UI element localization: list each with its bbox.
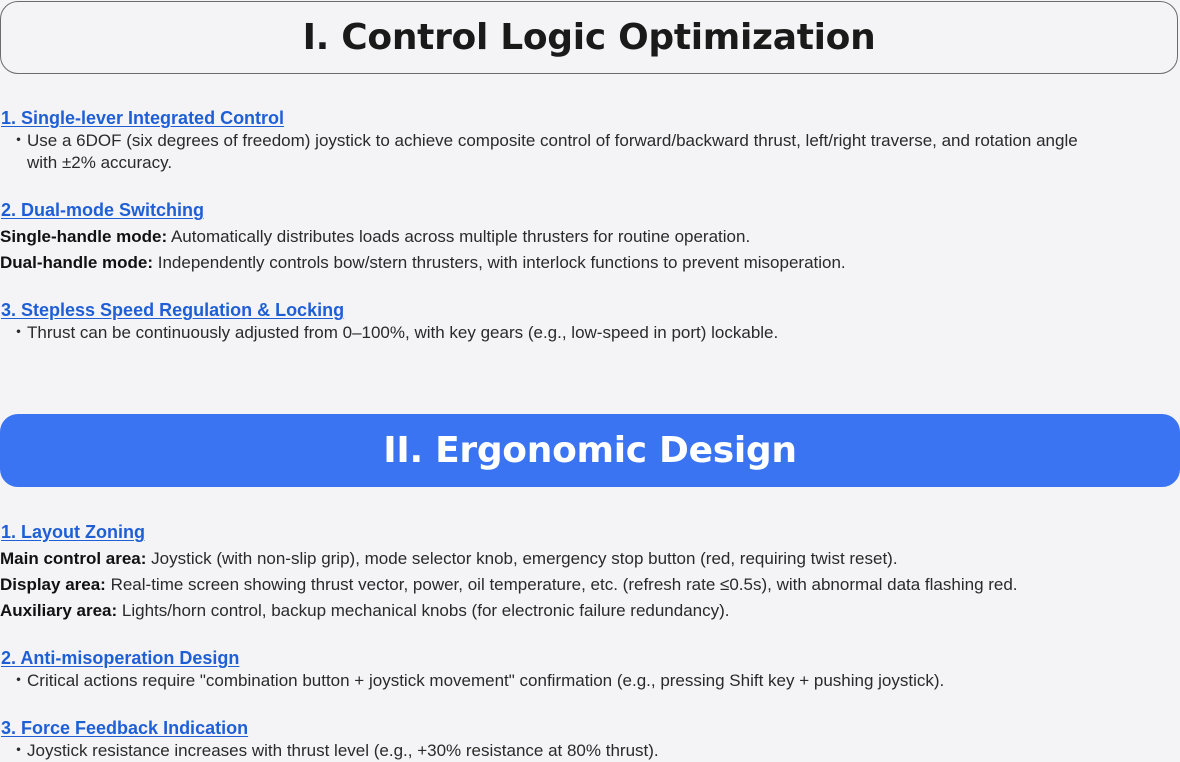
heading-stepless-speed: 3. Stepless Speed Regulation & Locking	[1, 300, 345, 320]
bullet-single-lever: ・ Use a 6DOF (six degrees of freedom) jo…	[10, 130, 1107, 174]
section-title-ergonomic-design: II. Ergonomic Design	[0, 414, 1180, 487]
label-dual-handle-mode: Dual-handle mode:	[0, 253, 154, 272]
label-auxiliary-area: Auxiliary area:	[0, 601, 118, 620]
bullet-text: Thrust can be continuously adjusted from…	[27, 323, 779, 342]
text-single-handle-mode: Automatically distributes loads across m…	[167, 227, 751, 246]
text-auxiliary-area: Lights/horn control, backup mechanical k…	[117, 601, 730, 620]
bullet-dot: ・	[10, 131, 27, 150]
bullet-text: Joystick resistance increases with thrus…	[27, 741, 659, 760]
label-single-handle-mode: Single-handle mode:	[0, 227, 168, 246]
bullet-stepless-speed: ・ Thrust can be continuously adjusted fr…	[10, 322, 1107, 344]
bullet-dot: ・	[10, 323, 27, 342]
line-display-area: Display area: Real-time screen showing t…	[0, 574, 1018, 596]
bullet-dot: ・	[10, 741, 27, 760]
line-auxiliary-area: Auxiliary area: Lights/horn control, bac…	[0, 600, 730, 622]
line-main-control-area: Main control area: Joystick (with non-sl…	[0, 548, 898, 570]
bullet-anti-misoperation: ・ Critical actions require "combination …	[10, 670, 1107, 692]
bullet-text: Critical actions require "combination bu…	[27, 671, 945, 690]
bullet-force-feedback: ・ Joystick resistance increases with thr…	[10, 740, 1107, 762]
label-main-control-area: Main control area:	[0, 549, 147, 568]
text-display-area: Real-time screen showing thrust vector, …	[105, 575, 1018, 594]
heading-layout-zoning: 1. Layout Zoning	[1, 522, 145, 542]
heading-dual-mode: 2. Dual-mode Switching	[1, 200, 205, 220]
text-main-control-area: Joystick (with non-slip grip), mode sele…	[146, 549, 898, 568]
text-dual-handle-mode: Independently controls bow/stern thruste…	[153, 253, 846, 272]
bullet-text: Use a 6DOF (six degrees of freedom) joys…	[27, 131, 1078, 172]
bullet-dot: ・	[10, 671, 27, 690]
line-dual-handle-mode: Dual-handle mode: Independently controls…	[0, 252, 846, 274]
heading-single-lever: 1. Single-lever Integrated Control	[1, 108, 285, 128]
section-title-control-logic: I. Control Logic Optimization	[0, 1, 1178, 74]
heading-anti-misoperation: 2. Anti-misoperation Design	[1, 648, 240, 668]
line-single-handle-mode: Single-handle mode: Automatically distri…	[0, 226, 750, 248]
label-display-area: Display area:	[0, 575, 106, 594]
heading-force-feedback: 3. Force Feedback Indication	[1, 718, 249, 738]
